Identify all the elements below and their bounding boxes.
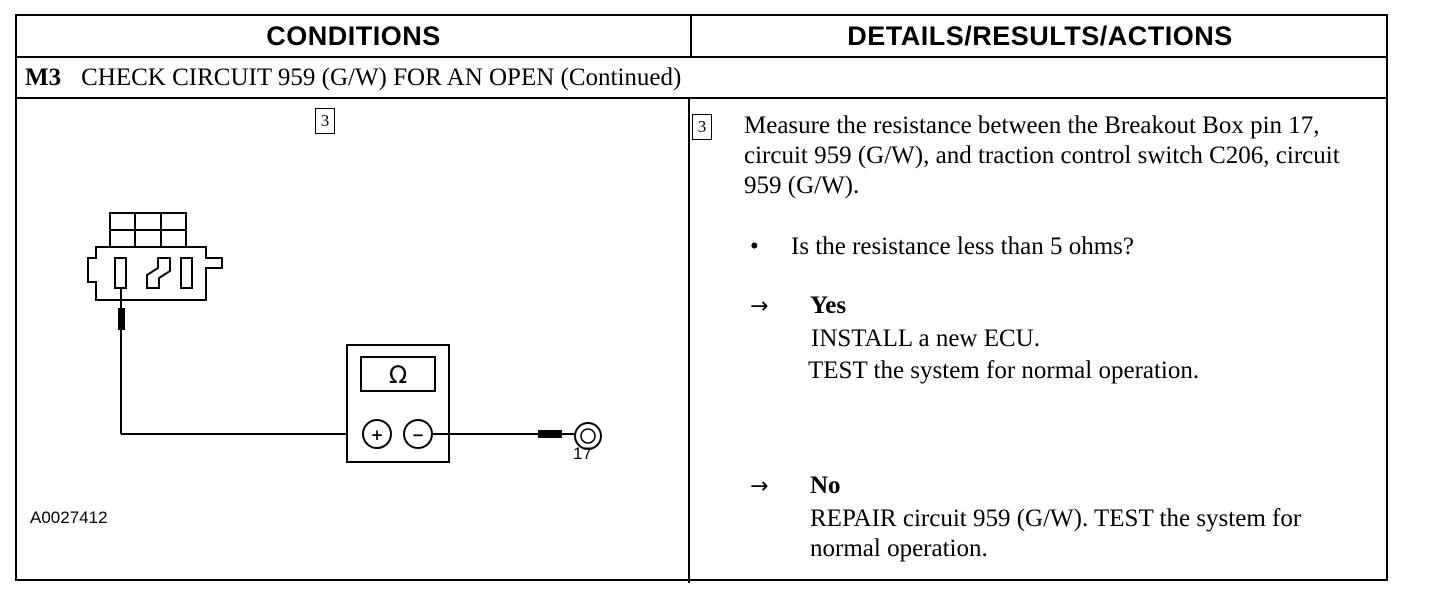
question-text: Is the resistance less than 5 ohms? xyxy=(791,233,1134,260)
step-id: M3 xyxy=(25,63,62,91)
figure-step-box: 3 xyxy=(315,108,335,134)
conditions-header: CONDITIONS xyxy=(266,20,441,51)
details-header: DETAILS/RESULTS/ACTIONS xyxy=(847,20,1233,51)
probe-lead-right xyxy=(432,422,602,450)
plus-terminal-symbol: + xyxy=(371,426,384,444)
yes-action-2: TEST the system for normal operation. xyxy=(808,357,1200,384)
no-action: REPAIR circuit 959 (G/W). TEST the syste… xyxy=(810,505,1302,562)
breakout-pin-label: 17 xyxy=(573,444,592,463)
title-rule xyxy=(17,97,1386,99)
yes-label: Yes xyxy=(810,292,847,319)
step-title: CHECK CIRCUIT 959 (G/W) FOR AN OPEN (Con… xyxy=(81,63,682,91)
connector-c206 xyxy=(87,212,223,301)
figure-id: A0027412 xyxy=(30,508,108,527)
header-rule xyxy=(17,56,1386,58)
question-bullet: • xyxy=(750,233,759,260)
yes-action-1: INSTALL a new ECU. xyxy=(811,325,1040,352)
probe-lead-left xyxy=(118,288,364,435)
column-divider xyxy=(688,99,690,583)
yes-arrow-icon: → xyxy=(750,294,769,319)
no-arrow-icon: → xyxy=(750,474,769,499)
minus-terminal-symbol: − xyxy=(412,426,425,444)
ohm-symbol: Ω xyxy=(389,361,407,389)
header-divider xyxy=(690,16,692,56)
instruction-text: Measure the resistance between the Break… xyxy=(744,112,1340,199)
step-title-row: M3 CHECK CIRCUIT 959 (G/W) FOR AN OPEN (… xyxy=(25,58,681,97)
conditions-table: CONDITIONS DETAILS/RESULTS/ACTIONS M3 CH… xyxy=(15,14,1388,583)
details-step-box: 3 xyxy=(692,114,712,140)
no-label: No xyxy=(810,472,841,499)
